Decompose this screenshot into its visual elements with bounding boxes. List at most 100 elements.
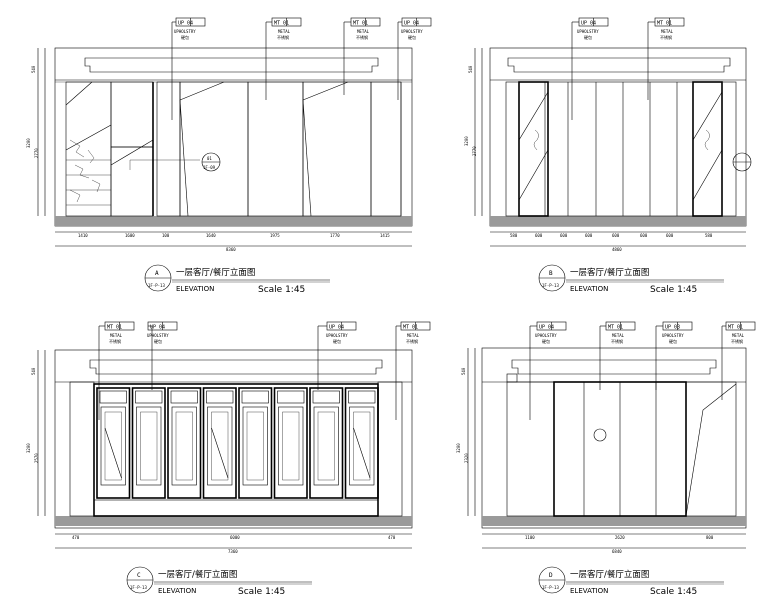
dim-left: 3200 bbox=[26, 443, 31, 453]
dim-left: 540 bbox=[31, 65, 36, 73]
label-code: MT 01 bbox=[657, 21, 672, 27]
label-cn: 硬包 bbox=[154, 338, 162, 344]
elevation-title: 一层客厅/餐厅立面图 bbox=[176, 267, 255, 278]
dim-bottom: 580 bbox=[705, 233, 713, 238]
label-en: UPHOLSTRY bbox=[535, 333, 557, 338]
label-en: UPHOLSTRY bbox=[174, 29, 196, 34]
tag-sheet: 1F-P-13 bbox=[542, 585, 559, 590]
dim-bottom: 1640 bbox=[206, 233, 216, 238]
door-leaves bbox=[96, 387, 379, 499]
label-code: UP 04 bbox=[581, 21, 596, 27]
label-code: UP 04 bbox=[539, 325, 554, 331]
glass-panel bbox=[692, 81, 723, 217]
title-block-a: A 1F-P-13 一层客厅/餐厅立面图 ELEVATION Scale 1:4… bbox=[144, 264, 330, 295]
material-label-a-1: UP 04 UPHOLSTRY 硬包 bbox=[171, 17, 206, 120]
label-cn: 硬包 bbox=[584, 34, 592, 40]
dim-bottom: 100 bbox=[162, 233, 170, 238]
label-en: UPHOLSTRY bbox=[326, 333, 348, 338]
label-cn: 硬包 bbox=[408, 34, 416, 40]
door-panel bbox=[302, 81, 372, 217]
floor-band bbox=[482, 516, 746, 526]
elevation-a: UP 04 UPHOLSTRY 硬包 MT 01 METAL 不锈钢 MT 01… bbox=[26, 17, 432, 295]
dim-left: 2570 bbox=[34, 453, 39, 463]
label-code: UP 04 bbox=[150, 325, 165, 331]
dim-left: 3200 bbox=[26, 138, 31, 148]
label-en: METAL bbox=[278, 29, 291, 34]
door-leaf bbox=[202, 387, 237, 499]
door-leaf bbox=[273, 387, 308, 499]
label-en: UPHOLSTRY bbox=[577, 29, 599, 34]
elevation-subtitle: ELEVATION bbox=[176, 285, 214, 293]
elevation-subtitle: ELEVATION bbox=[158, 587, 196, 595]
elevation-title: 一层客厅/餐厅立面图 bbox=[570, 267, 649, 278]
brick-wall bbox=[377, 381, 403, 517]
label-en: METAL bbox=[357, 29, 370, 34]
scale-label: Scale 1:45 bbox=[258, 285, 305, 295]
material-label-b-1: UP 04 UPHOLSTRY 硬包 bbox=[571, 17, 609, 120]
material-label-d-2: MT 01 METAL 不锈钢 bbox=[599, 321, 636, 390]
dim-bottom: 600 bbox=[585, 233, 593, 238]
floor-band bbox=[55, 516, 412, 526]
label-en: UPHOLSTRY bbox=[662, 333, 684, 338]
dim-total: 6840 bbox=[612, 549, 622, 554]
label-en: METAL bbox=[612, 333, 625, 338]
dim-total: 8360 bbox=[226, 247, 236, 252]
label-cn: 不锈钢 bbox=[277, 34, 289, 40]
elevation-subtitle: ELEVATION bbox=[570, 285, 608, 293]
label-cn: 不锈钢 bbox=[109, 338, 121, 344]
dim-total: 4860 bbox=[612, 247, 622, 252]
wave-wall bbox=[506, 381, 555, 517]
brick-wall bbox=[69, 381, 95, 517]
elevation-title: 一层客厅/餐厅立面图 bbox=[158, 569, 237, 580]
stone-panel bbox=[65, 81, 112, 217]
tag-letter: C bbox=[137, 572, 141, 579]
dim-bottom: 1975 bbox=[270, 233, 280, 238]
label-en: METAL bbox=[732, 333, 745, 338]
scale-label: Scale 1:45 bbox=[238, 587, 285, 597]
label-code: UP 04 bbox=[329, 325, 344, 331]
label-code: MT 01 bbox=[107, 325, 122, 331]
dim-left: 2770 bbox=[472, 146, 477, 156]
material-label-c-1: MT 01 METAL 不锈钢 bbox=[98, 321, 135, 420]
label-cn: 不锈钢 bbox=[660, 34, 672, 40]
dim-bottom: 600 bbox=[535, 233, 543, 238]
label-cn: 硬包 bbox=[333, 338, 341, 344]
dim-bottom: 470 bbox=[72, 535, 80, 540]
material-label-c-2: UP 04 UPHOLSTRY 硬包 bbox=[147, 321, 178, 390]
label-cn: 硬包 bbox=[669, 338, 677, 344]
label-code: MT 01 bbox=[274, 21, 289, 27]
dim-bottom: 1415 bbox=[380, 233, 390, 238]
glass-panel bbox=[518, 81, 549, 217]
label-code: MT 01 bbox=[353, 21, 368, 27]
label-code: MT 01 bbox=[403, 325, 418, 331]
label-cn: 不锈钢 bbox=[356, 34, 368, 40]
label-en: METAL bbox=[407, 333, 420, 338]
door-leaf bbox=[344, 387, 379, 499]
label-code: UP 03 bbox=[665, 325, 680, 331]
material-label-a-4: UP 04 UPHOLSTRY 硬包 bbox=[397, 17, 432, 100]
scale-label: Scale 1:45 bbox=[650, 587, 697, 597]
label-cn: 不锈钢 bbox=[406, 338, 418, 344]
door-panel bbox=[685, 381, 737, 517]
tag-sheet: 1F-P-13 bbox=[148, 283, 165, 288]
dim-bottom: 1770 bbox=[330, 233, 340, 238]
label-en: METAL bbox=[661, 29, 674, 34]
dim-bottom: 600 bbox=[666, 233, 674, 238]
door-leaf bbox=[131, 387, 166, 499]
title-block-b: B 1F-P-13 一层客厅/餐厅立面图 ELEVATION Scale 1:4… bbox=[538, 264, 724, 295]
tag-sheet: 1F-P-13 bbox=[130, 585, 147, 590]
title-block-d: D 1F-P-13 一层客厅/餐厅立面图 ELEVATION Scale 1:4… bbox=[538, 566, 724, 597]
label-cn: 硬包 bbox=[181, 34, 189, 40]
elevation-title: 一层客厅/餐厅立面图 bbox=[570, 569, 649, 580]
label-en: UPHOLSTRY bbox=[147, 333, 169, 338]
dim-left: 2320 bbox=[464, 453, 469, 463]
scale-label: Scale 1:45 bbox=[650, 285, 697, 295]
dim-left: 3200 bbox=[464, 136, 469, 146]
elevation-d: UP 04 UPHOLSTRY 硬包 MT 01 METAL 不锈钢 UP 03… bbox=[456, 321, 756, 597]
tag-letter: A bbox=[155, 270, 159, 277]
label-code: UP 04 bbox=[178, 21, 193, 27]
dim-bottom: 470 bbox=[388, 535, 396, 540]
door-panel bbox=[179, 81, 249, 217]
dim-left: 540 bbox=[31, 367, 36, 375]
